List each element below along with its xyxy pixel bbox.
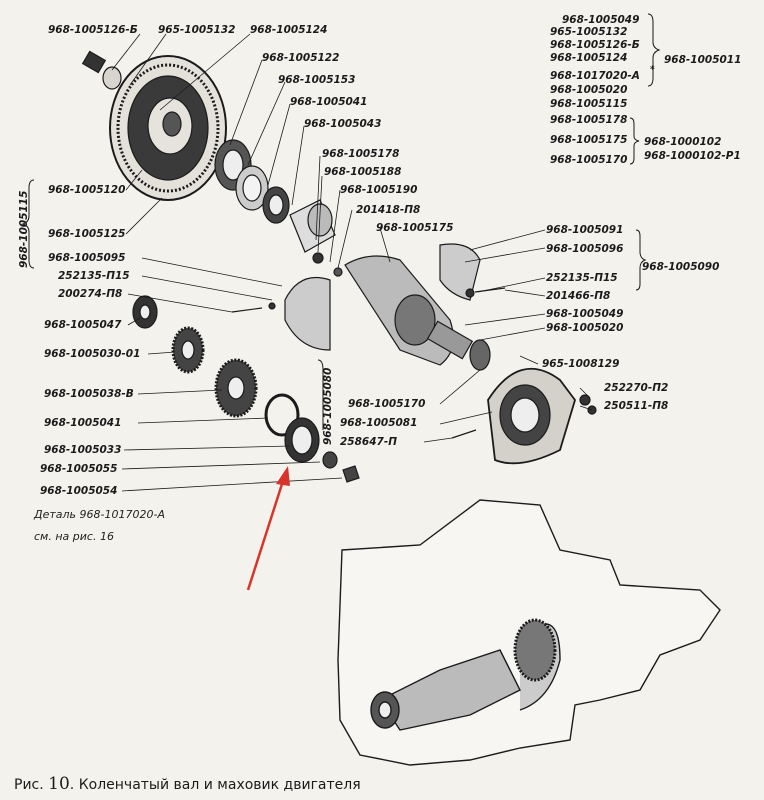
leader-lines [111, 33, 593, 492]
group-top-item-3: 968-1005126-Б [550, 39, 640, 51]
label-968-1005030-01: 968-1005030-01 [44, 348, 141, 360]
label-968-1005041-a: 968-1005041 [290, 96, 368, 108]
label-965-1008129: 965-1008129 [542, 358, 620, 370]
label-968-1005054: 968-1005054 [40, 485, 118, 497]
label-968-1005096: 968-1005096 [546, 243, 624, 255]
bushing [289, 199, 336, 253]
engine-silhouette [337, 499, 721, 766]
label-968-1005170: 968-1005170 [348, 398, 426, 410]
group-mid-item-1: 968-1005178 [550, 114, 628, 126]
group-top-item-2: 965-1005132 [550, 26, 628, 38]
label-968-1005020: 968-1005020 [546, 322, 624, 334]
label-968-1005120: 968-1005120 [48, 184, 126, 196]
label-250511-p8: 250511-П8 [604, 400, 669, 412]
group-top-item-6: 968-1005020 [550, 84, 628, 96]
group-top-asterisk: * [650, 65, 655, 75]
label-968-1005190: 968-1005190 [340, 184, 418, 196]
label-965-1005132: 965-1005132 [158, 24, 236, 36]
label-968-1005041-b: 968-1005041 [44, 417, 122, 429]
label-201466-p8: 201466-П8 [546, 290, 611, 302]
group-top-item-7: 968-1005115 [550, 98, 628, 110]
label-968-1005055: 968-1005055 [40, 463, 118, 475]
label-252135-p15-b: 252135-П15 [546, 272, 618, 284]
counterweight-left [284, 276, 331, 351]
seal-washer [264, 393, 300, 437]
label-258647-p: 258647-П [340, 436, 397, 448]
group-right-result: 968-1005090 [642, 261, 720, 273]
label-968-1005081: 968-1005081 [340, 417, 418, 429]
label-968-1005175: 968-1005175 [376, 222, 454, 234]
flywheel [109, 55, 227, 201]
group-mid-result-1: 968-1000102 [644, 136, 722, 148]
group-top-item-5: 968-1017020-А [550, 70, 640, 82]
caption-number: 10 [48, 774, 70, 794]
label-968-1005188: 968-1005188 [324, 166, 402, 178]
group-brackets [21, 13, 661, 430]
label-968-1005178: 968-1005178 [322, 148, 400, 160]
label-201418-p8: 201418-П8 [356, 204, 421, 216]
label-968-1005049: 968-1005049 [546, 308, 624, 320]
flywheel-bolt [81, 50, 122, 90]
label-968-1005033: 968-1005033 [44, 444, 122, 456]
caption-prefix: Рис. [14, 777, 44, 793]
figure-caption: Рис. 10. Коленчатый вал и маховик двигат… [14, 774, 361, 794]
vlabel-968-1005080: 968-1005080 [322, 367, 334, 445]
vlabel-968-1005115: 968-1005115 [18, 190, 30, 268]
group-top-result: 968-1005011 [664, 54, 742, 66]
crankshaft [344, 255, 491, 371]
label-252135-p15-a: 252135-П15 [58, 270, 130, 282]
label-968-1005047: 968-1005047 [44, 319, 122, 331]
label-968-1005125: 968-1005125 [48, 228, 126, 240]
group-top-item-4: 968-1005124 [550, 52, 628, 64]
label-968-1005126-b: 968-1005126-Б [48, 24, 138, 36]
note-line-1: Деталь 968-1017020-А [34, 508, 165, 521]
group-mid-result-2: 968-1000102-Р1 [644, 150, 741, 162]
label-968-1005038-v: 968-1005038-В [44, 388, 134, 400]
label-968-1005095: 968-1005095 [48, 252, 126, 264]
counterweight-right [439, 243, 481, 301]
red-arrow [246, 466, 290, 591]
group-mid-item-2: 968-1005175 [550, 134, 628, 146]
label-968-1005091: 968-1005091 [546, 224, 624, 236]
caption-text: . Коленчатый вал и маховик двигателя [69, 777, 361, 793]
label-200274-p8: 200274-П8 [58, 288, 123, 300]
note-line-2: см. на рис. 16 [34, 530, 114, 543]
label-968-1005124: 968-1005124 [250, 24, 328, 36]
label-968-1005122: 968-1005122 [262, 52, 340, 64]
label-968-1005153: 968-1005153 [278, 74, 356, 86]
group-mid-item-3: 968-1005170 [550, 154, 628, 166]
label-968-1005043: 968-1005043 [304, 118, 382, 130]
group-top-item-1: 968-1005049 [562, 14, 640, 26]
label-252270-p2: 252270-П2 [604, 382, 669, 394]
